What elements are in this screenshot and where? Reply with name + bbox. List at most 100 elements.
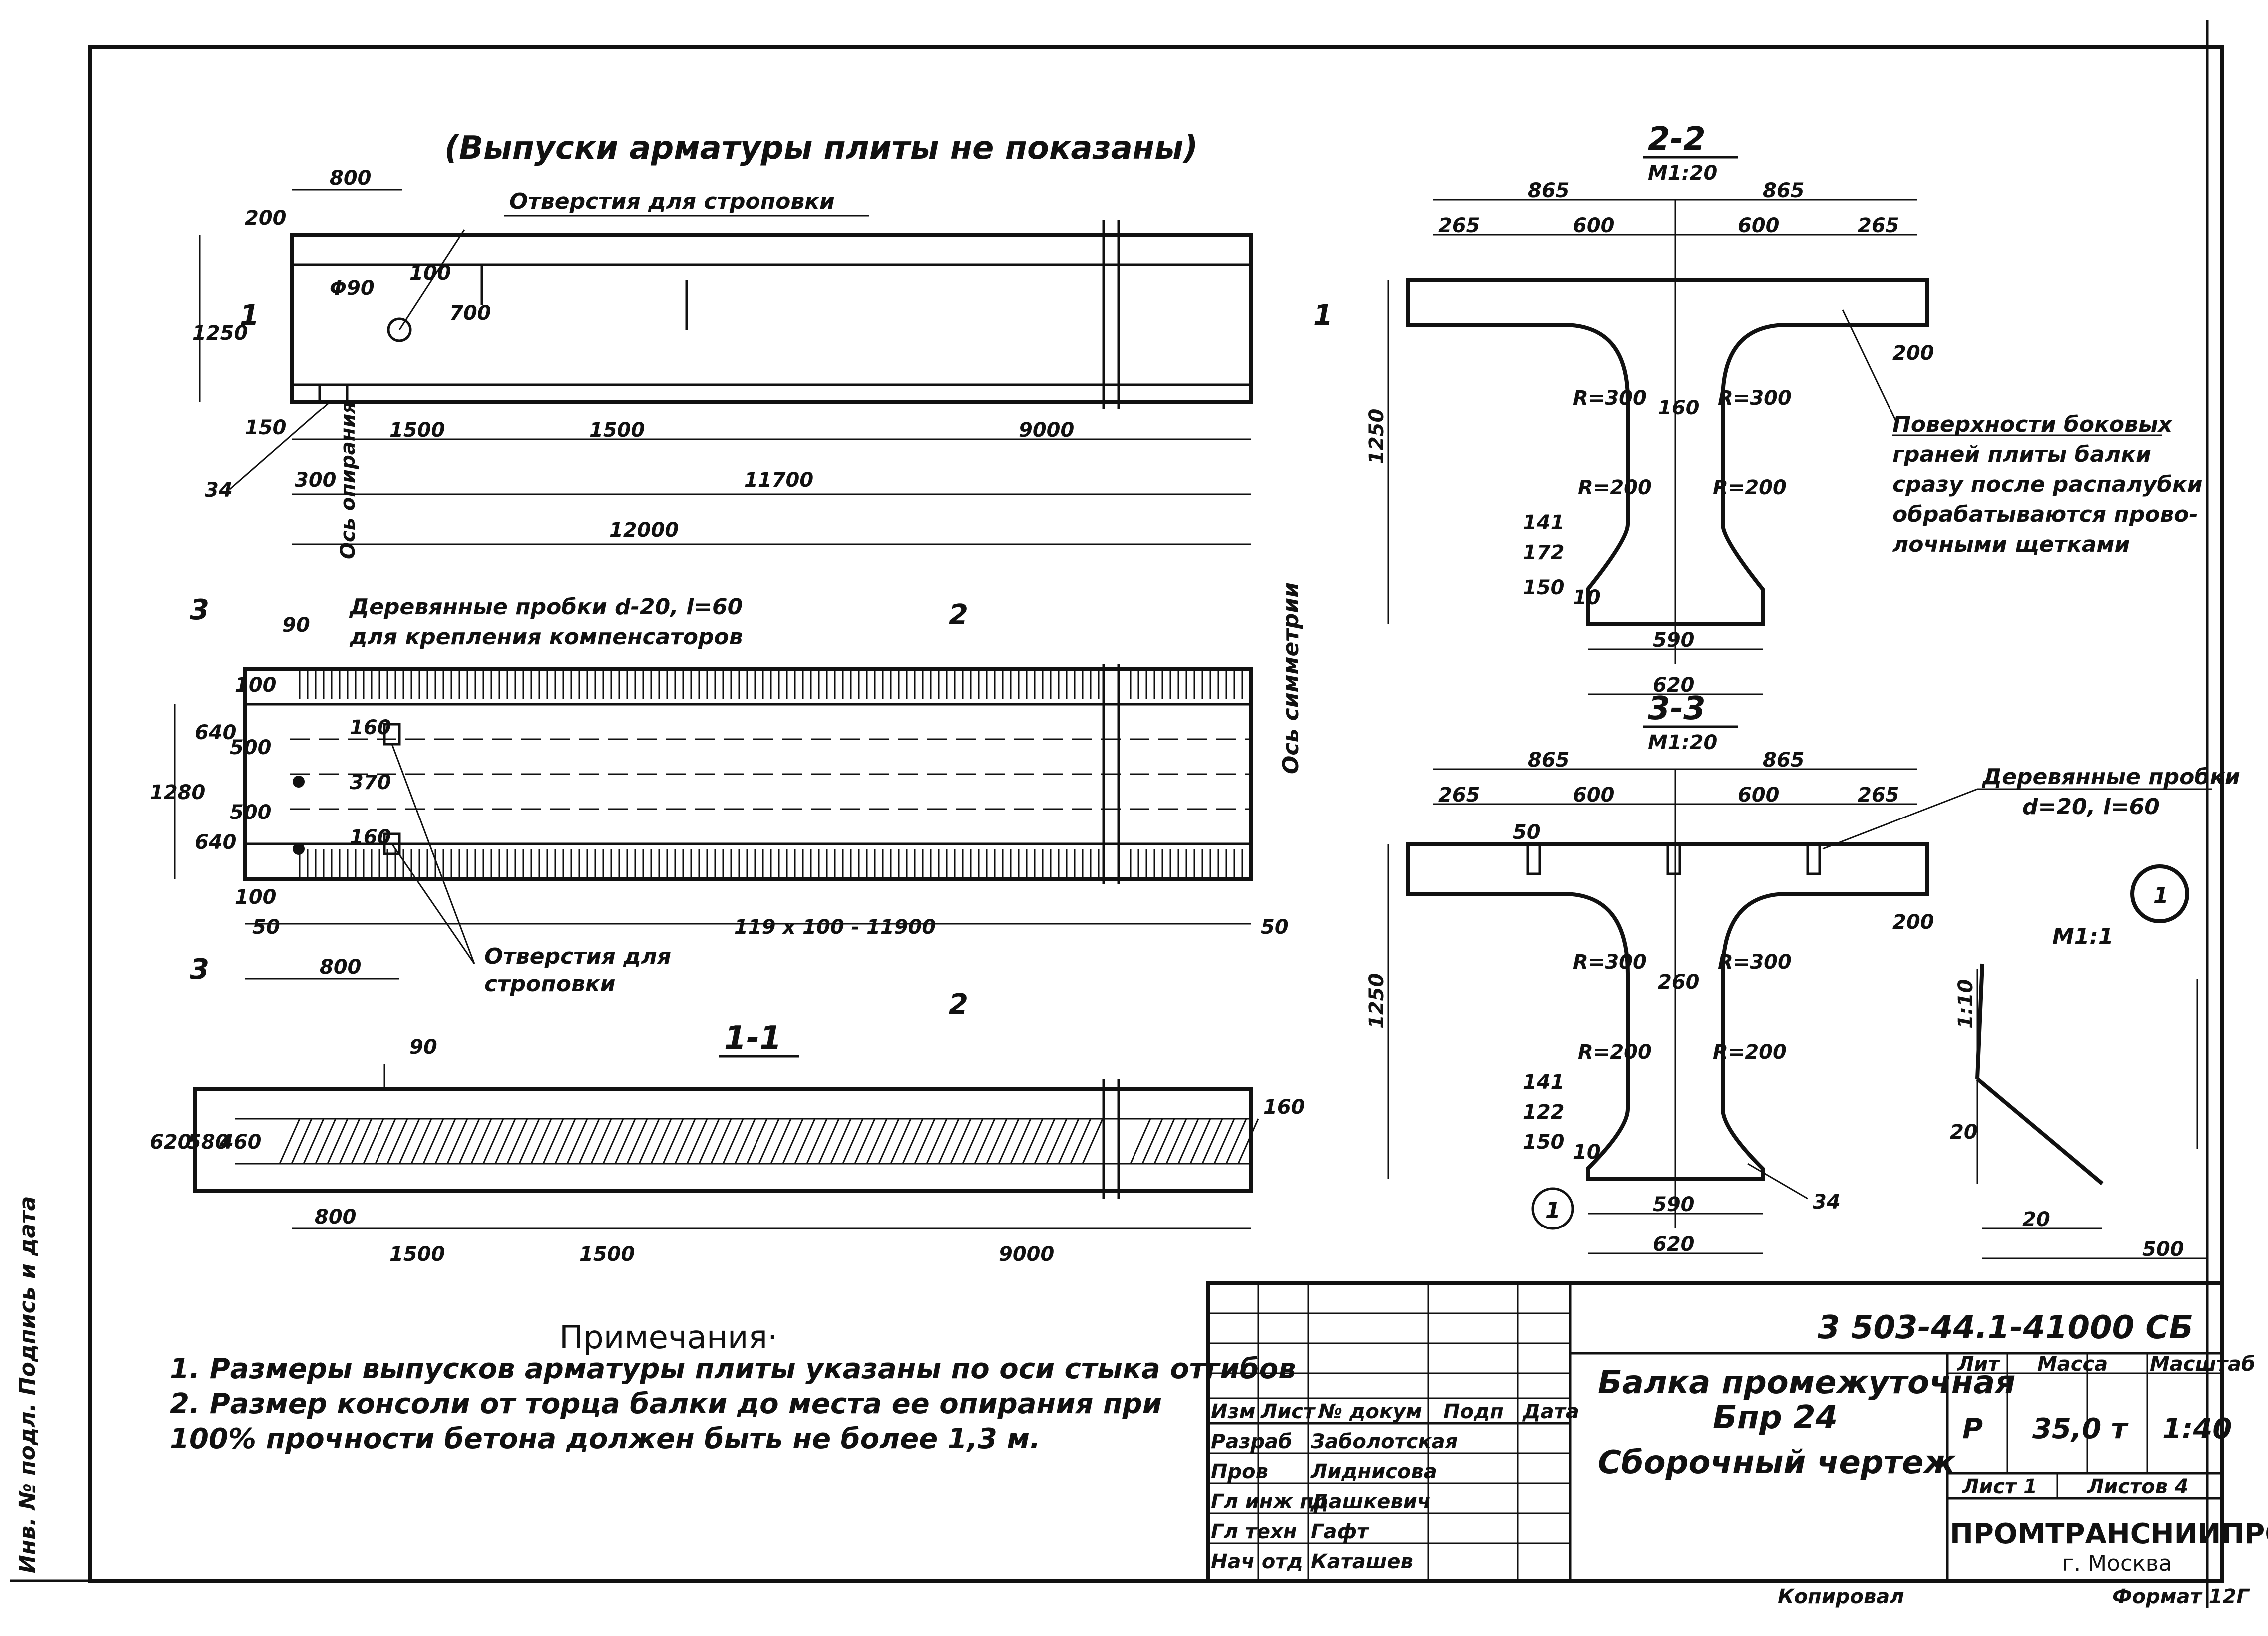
hatch-line (758, 1118, 780, 1164)
dim-590: 590 (1653, 1193, 1695, 1216)
dim-160: 160 (1263, 1096, 1305, 1119)
hatch-line (506, 1118, 528, 1164)
plugs-label-1: Деревянные пробки d-20, l=60 (349, 594, 743, 620)
title-block-frame (1206, 1281, 2224, 1583)
name-4: Каташев (1311, 1550, 1413, 1573)
hole-dot-2 (293, 843, 305, 855)
massa-value: 35,0 т (2032, 1413, 2129, 1445)
dim-1500b: 1500 (589, 419, 645, 442)
detail-callout-1 (1531, 1187, 1574, 1230)
hatch-line (662, 1118, 684, 1164)
dim-1250: 1250 (1365, 409, 1388, 464)
hatch-line (698, 1118, 720, 1164)
name-0: Заболотская (1310, 1430, 1458, 1453)
hatch-line (806, 1118, 828, 1164)
detail-mark-label: 1 (2153, 883, 2169, 908)
hatch-line (890, 1118, 912, 1164)
hatch-line (351, 1118, 373, 1164)
dim-590: 590 (1653, 629, 1695, 652)
note-3: 100% прочности бетона должен быть не бол… (170, 1423, 1040, 1455)
dim-141: 141 (1523, 1071, 1565, 1094)
note-line-3: сразу после распалубки (1892, 472, 2203, 497)
dim-160b: 160 (350, 826, 391, 849)
hatch-line (1034, 1118, 1056, 1164)
dim-1500b: 1500 (579, 1243, 635, 1266)
note-1: 1. Размеры выпусков арматуры плиты указа… (170, 1353, 1296, 1385)
hatch-line (1225, 1118, 1247, 1164)
hole-box-2 (383, 832, 401, 855)
org-name: ПРОМТРАНСНИИПРОЕКТ (1950, 1518, 2268, 1550)
dim-141: 141 (1523, 511, 1565, 534)
dim-1500a: 1500 (389, 419, 445, 442)
dim-600a: 600 (1573, 784, 1615, 807)
section-2-2-outline (1406, 278, 1929, 626)
hatch-line (315, 1118, 337, 1164)
dim-200: 200 (1892, 342, 1934, 365)
r300a: R=300 (1573, 951, 1647, 974)
note-line-2: граней плиты балки (1892, 442, 2151, 467)
dim-10: 10 (1573, 1141, 1601, 1164)
dim-1250: 1250 (192, 322, 248, 345)
dim-865a: 865 (1528, 179, 1570, 202)
title-block: Изм Лист № докум Подп Дата Разраб Заболо… (1206, 1281, 2268, 1608)
section-mark-2: 2 (949, 599, 968, 631)
holes-leader-2 (391, 843, 475, 964)
plan-bottom: Деревянные пробки d-20, l=60 для креплен… (150, 582, 1304, 1021)
copied-label: Копировал (1778, 1585, 1904, 1608)
dim-800: 800 (330, 167, 372, 190)
hatch-line (291, 1118, 313, 1164)
dim-9000: 9000 (1019, 419, 1074, 442)
dim-620: 620 (1653, 1233, 1695, 1256)
dim-865b: 865 (1763, 749, 1805, 772)
dim-11700: 11700 (744, 469, 813, 492)
dim-100: 100 (409, 262, 451, 285)
hdr-massa: Масса (2037, 1353, 2108, 1376)
notes: Примечания· 1. Размеры выпусков арматуры… (170, 1319, 1296, 1455)
detail-chamfer (1976, 1077, 2104, 1186)
plugs-label-1: Деревянные пробки (1981, 764, 2240, 790)
dim-600b: 600 (1738, 214, 1780, 237)
lifting-hole (387, 317, 412, 342)
dim-265b: 265 (1858, 214, 1899, 237)
section-3-3: 3-3 М1:20 1 865 865 265 600 600 265 50 2… (1365, 690, 2240, 1256)
hatch-line (1130, 1118, 1151, 1164)
hatch-line (830, 1118, 852, 1164)
r200a: R=200 (1578, 1041, 1652, 1064)
role-4: Нач отд (1211, 1550, 1303, 1573)
doc-name-3: Сборочный чертеж (1598, 1444, 1956, 1481)
dim-1250: 1250 (1365, 973, 1388, 1029)
hatch-line (602, 1118, 624, 1164)
dim-200: 200 (1892, 911, 1934, 934)
dim-460: 460 (219, 1131, 262, 1154)
dim-20v: 20 (1950, 1121, 1978, 1144)
hatch-line (794, 1118, 816, 1164)
org-city: г. Москва (2062, 1551, 2172, 1576)
hatch-line (339, 1118, 361, 1164)
detail-callout-1-label: 1 (1545, 1198, 1561, 1223)
symmetry-label: Ось симметрии (1278, 582, 1304, 774)
plugs-label-2: d=20, l=60 (2022, 794, 2160, 819)
hatch-line (638, 1118, 660, 1164)
section-1-1: 1-1 90 620 580 460 160 800 1500 1500 900… (150, 1020, 1305, 1266)
doc-code: 3 503-44.1-41000 СБ (1818, 1309, 2193, 1346)
hatch-line (866, 1118, 888, 1164)
note-line-4: обрабатываются прово- (1892, 502, 2198, 527)
dim-150: 150 (1523, 1131, 1565, 1154)
dim-160: 160 (350, 716, 391, 739)
bottom-plan-rebar-ticks-bottom (299, 849, 1243, 879)
r300b: R=300 (1718, 951, 1792, 974)
dim-865b: 865 (1763, 179, 1805, 202)
sheets-total: Листов 4 (2087, 1475, 2189, 1498)
hatch-line (434, 1118, 456, 1164)
doc-name-2: Бпр 24 (1713, 1399, 1838, 1436)
role-0: Разраб (1211, 1430, 1292, 1453)
hdr-data: Дата (1522, 1400, 1579, 1423)
r300b: R=300 (1718, 387, 1792, 409)
dim-34: 34 (1813, 1191, 1841, 1214)
hatch-line (986, 1118, 1008, 1164)
notes-title: Примечания· (559, 1319, 777, 1356)
dim-620: 620 (150, 1131, 192, 1154)
hatch-line (722, 1118, 744, 1164)
hatch-line (770, 1118, 792, 1164)
detail-1: 1 М1:1 1:10 20 20 500 (1950, 864, 2207, 1261)
